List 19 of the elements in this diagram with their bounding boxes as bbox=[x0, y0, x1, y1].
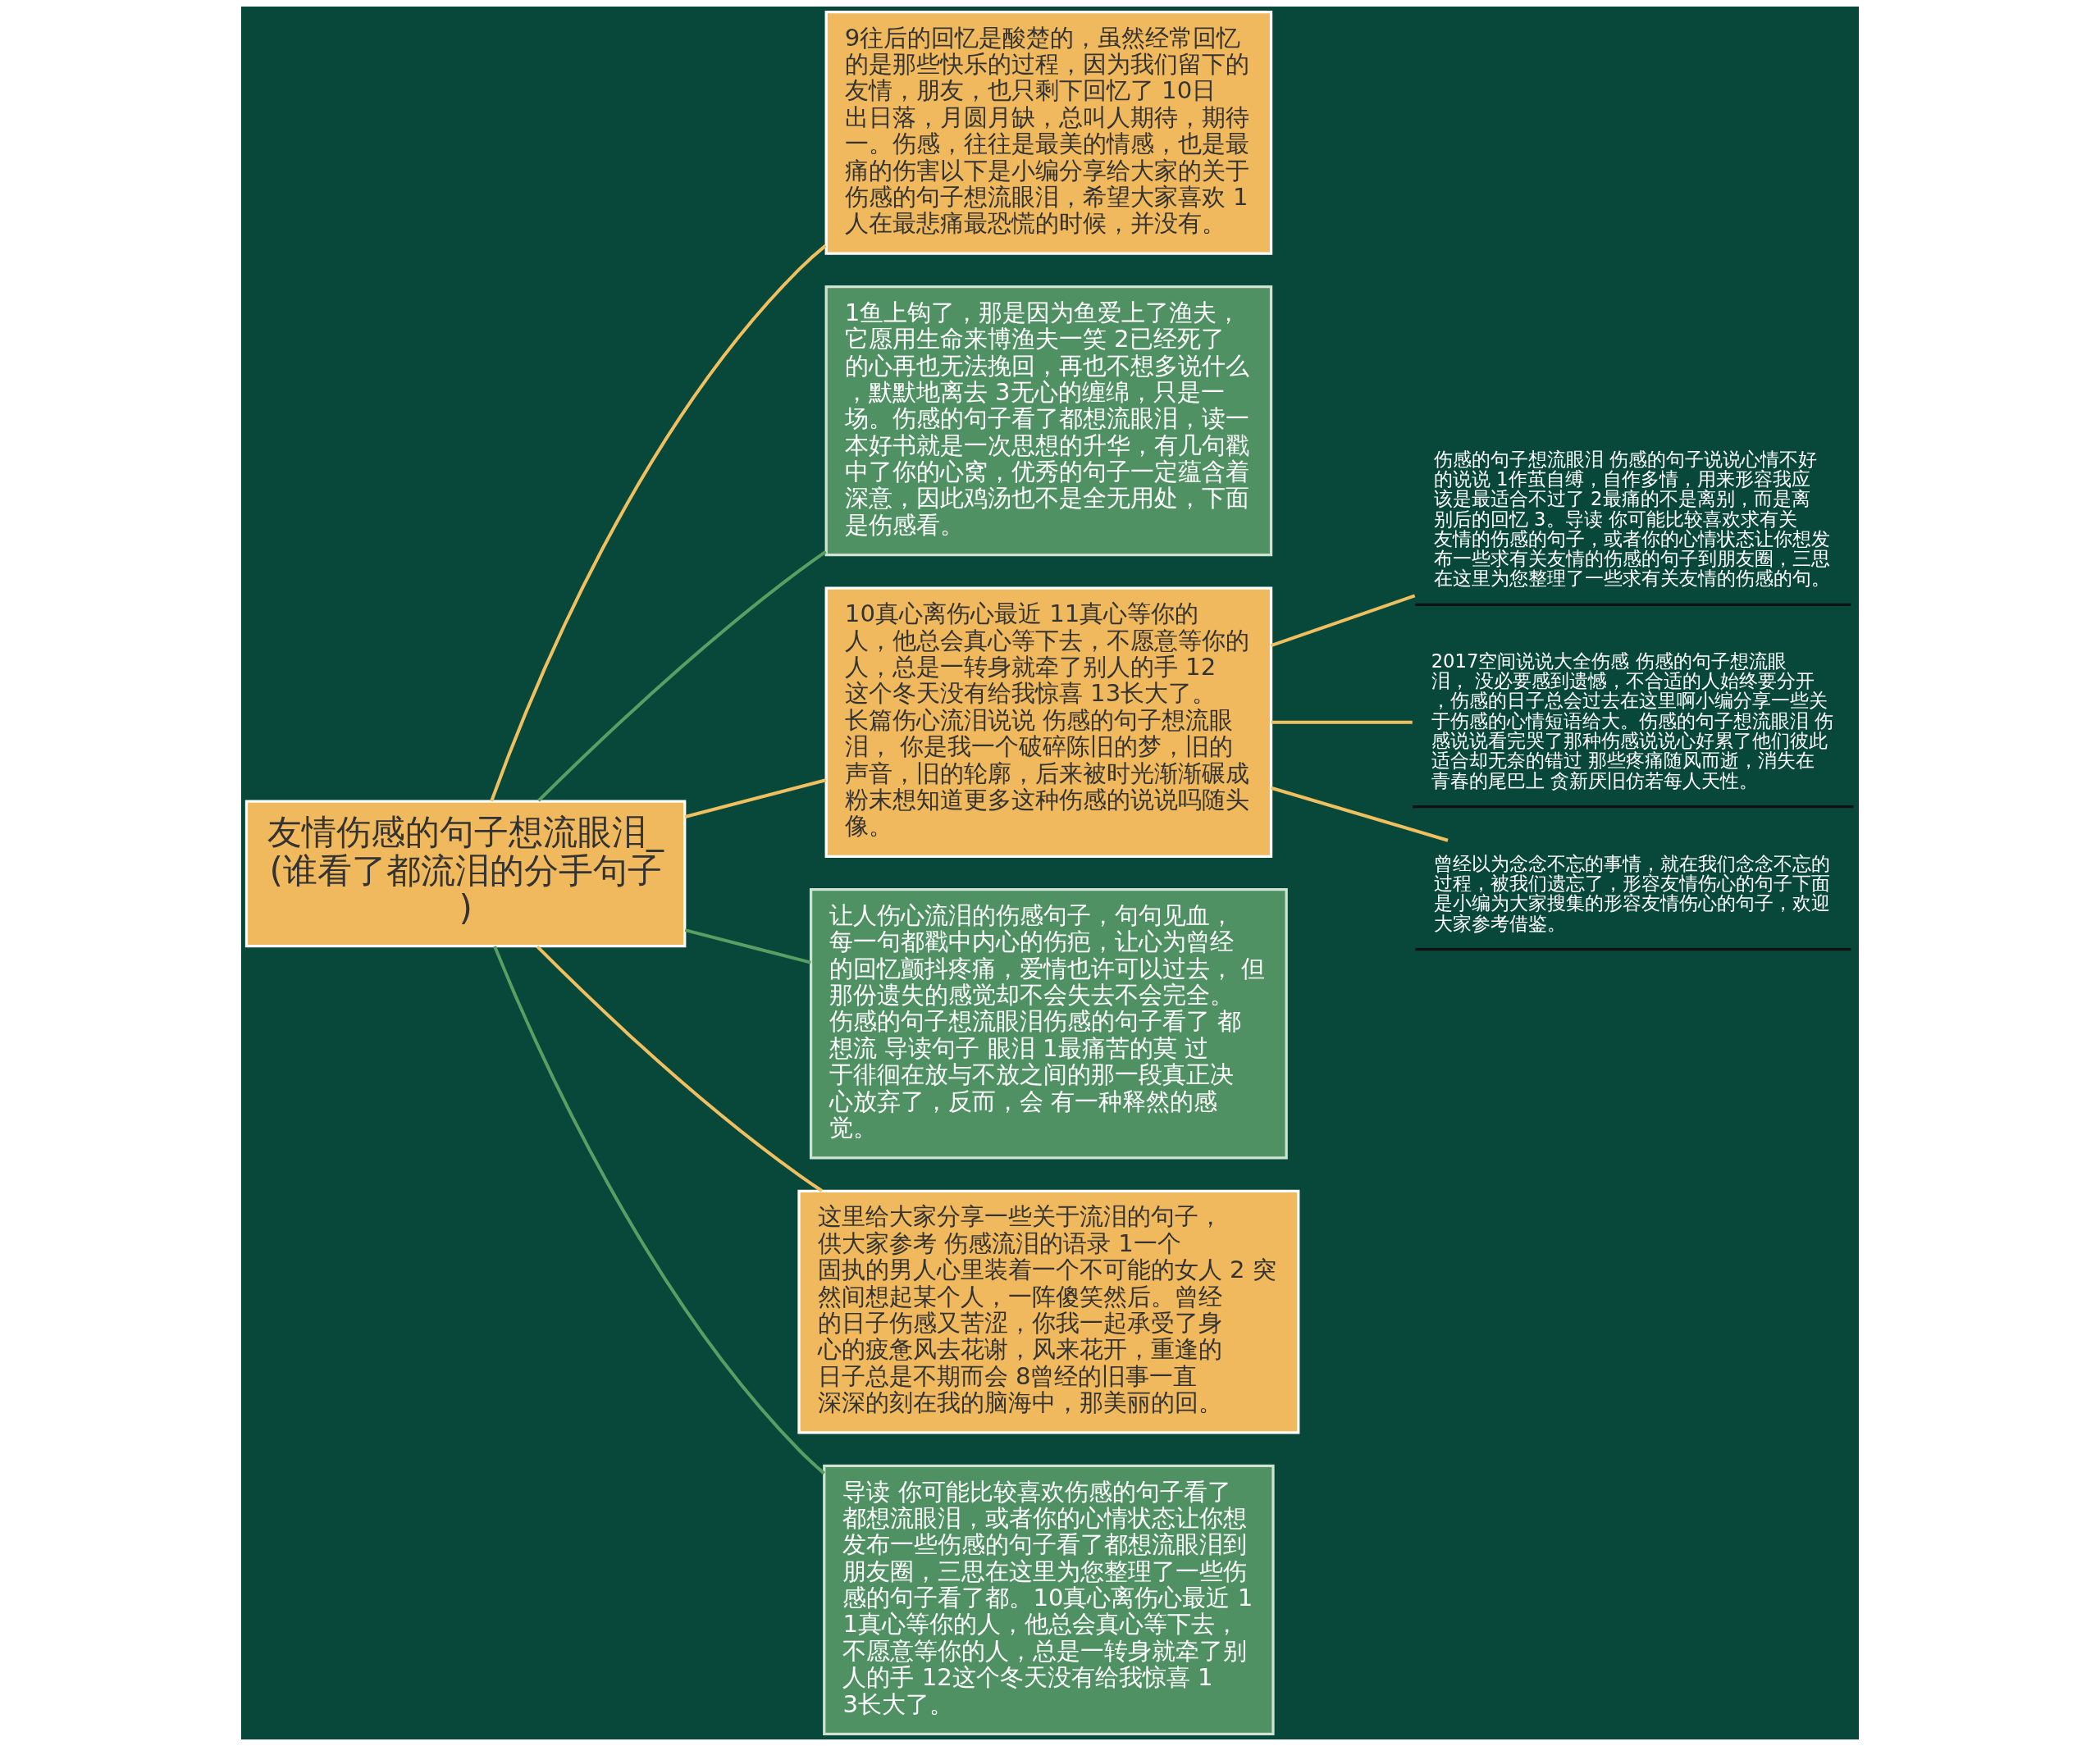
connector bbox=[490, 244, 827, 802]
connector bbox=[1271, 720, 1413, 724]
connector bbox=[684, 928, 811, 964]
node-box: 这里给大家分享一些关于流泪的句子，供大家参考 伤感流泪的语录 1一个固执的男人心里装着一个不可能的女人 2 突然间想起某个人，一阵傻笑然后。曾经的日子伤感又苦涩，你我一起承受了身心的疲惫风去花谢，风来花开，重逢的日子总是不期而会 8曾经的旧事一直深深的刻在我的脑海中，那美丽的回。 bbox=[797, 1189, 1300, 1434]
connector bbox=[1271, 786, 1449, 842]
node-box: 10真心离伤心最近 11真心等你的人，他总会真心等下去，不愿意等你的人，总是一转身就牵了别人的手 12这个冬天没有给我惊喜 13长大了。长篇伤心流泪说说 伤感的句子想流眼泪， 你是我一个破碎陈旧的梦，旧的声音，旧的轮廓，后来被时光渐渐碾成粉末想知道更多这种伤感的说说吗随头像。 bbox=[824, 586, 1273, 858]
node-text: 曾经以为念念不忘的事情，就在我们念念不忘的过程，被我们遗忘了，形容友情伤心的句子下面是小编为大家搜集的形容友情伤心的句子，欢迎大家参考借鉴。 bbox=[1433, 852, 1830, 934]
connector bbox=[1270, 594, 1416, 648]
node-text: 2017空间说说大全伤感 伤感的句子想流眼泪， 没必要感到遗憾，不合适的人始终要分开，伤感的日子总会过去在这里啊小编分享一些关于伤感的心情短语给大。伤感的句子想流眼泪 伤感说说看完哭了那种伤感说说心好累了他们彼此适合却无奈的错过 那些疼痛随风而逝，消失在青春的尾巴上 贪新厌旧仿若每人天性。 bbox=[1431, 650, 1833, 791]
node-box: 1鱼上钩了，那是因为鱼爱上了渔夫，它愿用生命来博渔夫一笑 2已经死了的心再也无法挽回，再也不想多说什么，默默地离去 3无心的缠绵，只是一场。伤感的句子看了都想流眼泪，读一本好书就是一次思想的升华，有几句戳中了你的心窝，优秀的句子一定蕴含着深意，因此鸡汤也不是全无用处，下面是伤感看。 bbox=[824, 285, 1273, 557]
node-text: 伤感的句子想流眼泪 伤感的句子说说心情不好的说说 1作茧自缚，自作多情，用来形容我应该是最适合不过了 2最痛的不是离别，而是离别后的回忆 3。导读 你可能比较喜欢求有关友情的伤感的句子，或者你的心情状态让你想发布一些求有关友情的伤感的句子到朋友圈，三思在这里为您整理了一些求有关友情的伤感的句。 bbox=[1433, 448, 1830, 590]
connector bbox=[684, 778, 827, 818]
node-box: 友情伤感的句子想流眼泪_(谁看了都流泪的分手句子) bbox=[244, 800, 687, 948]
node-box: 让人伤心流泪的伤感句子，句句见血，每一句都戳中内心的伤疤，让心为曾经的回忆颤抖疼痛，爱情也许可以过去， 但那份遗失的感觉却不会失去不会完全。伤感的句子想流眼泪伤感的句子看了 都想流 导读句子 眼泪 1最痛苦的莫 过于徘徊在放与不放之间的那一段真正决心放弃了，反而，会 有一种释然的感觉。 bbox=[809, 888, 1288, 1160]
node-box: 9往后的回忆是酸楚的，虽然经常回忆的是那些快乐的过程，因为我们留下的友情，朋友，也只剩下回忆了 10日出日落，月圆月缺，总叫人期待，期待一。伤感，往往是最美的情感，也是最痛的伤害以下是小编分享给大家的关于伤感的句子想流眼泪，希望大家喜欢 1人在最悲痛最恐慌的时候，并没有。 bbox=[824, 10, 1273, 255]
node-box: 导读 你可能比较喜欢伤感的句子看了都想流眼泪，或者你的心情状态让你想发布一些伤感的句子看了都想流眼泪到朋友圈，三思在这里为您整理了一些伤感的句子看了都。10真心离伤心最近 11真心等你的人，他总会真心等下去，不愿意等你的人，总是一转身就牵了别人的手 12这个冬天没有给我惊喜 13长大了。 bbox=[823, 1464, 1275, 1736]
connector bbox=[536, 945, 823, 1192]
connector bbox=[537, 549, 827, 802]
connector bbox=[493, 946, 826, 1475]
